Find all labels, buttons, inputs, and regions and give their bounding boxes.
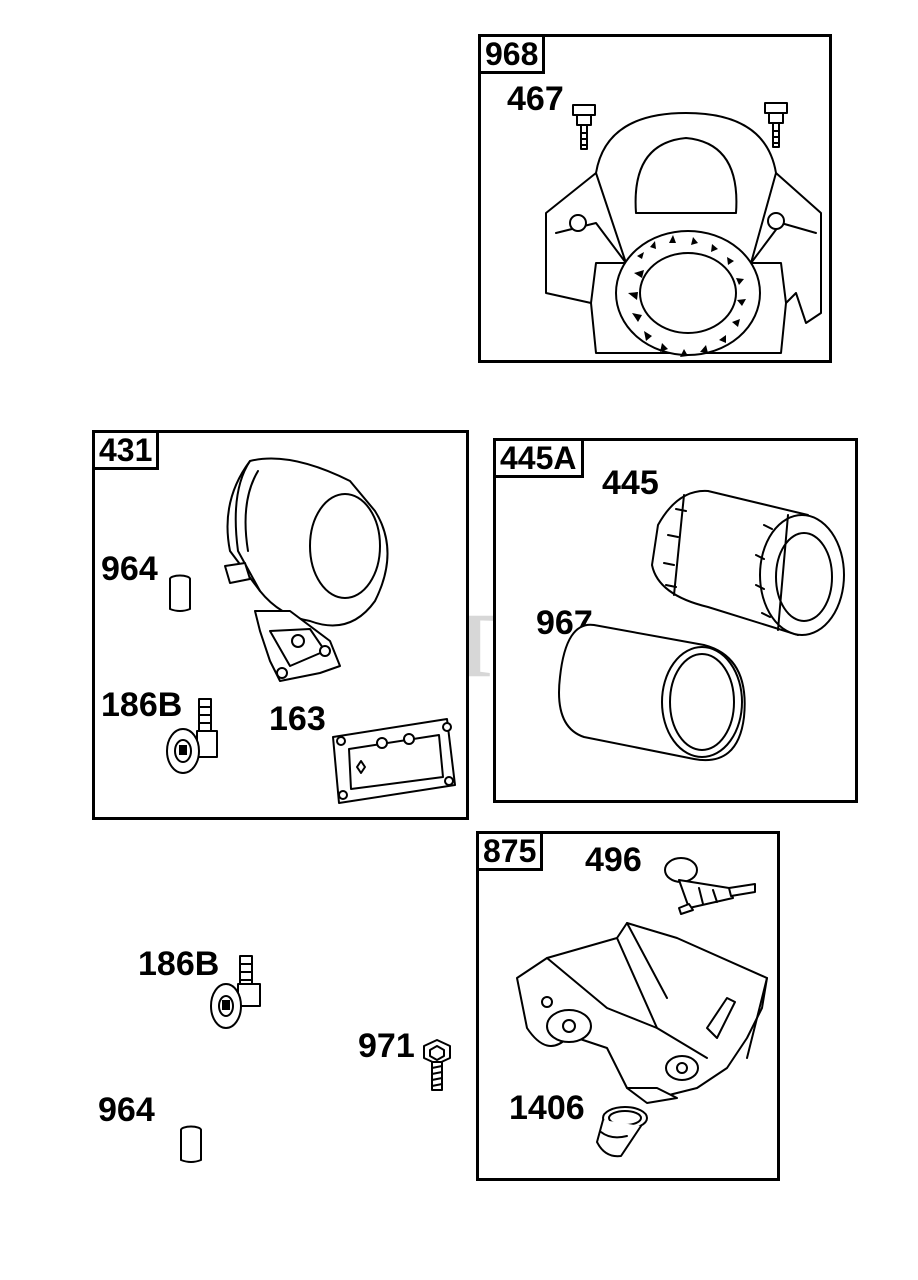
assembly-box-968[interactable]: 968 467 (478, 34, 832, 363)
sleeve-964-loose-icon[interactable] (178, 1124, 204, 1166)
air-cleaner-cover-icon[interactable] (536, 103, 826, 363)
callout-496: 496 (585, 841, 642, 879)
breather-fitting-186b-icon[interactable] (161, 695, 231, 781)
air-guide-base-875-icon[interactable] (507, 918, 777, 1118)
callout-186b-loose: 186B (138, 945, 220, 983)
sleeve-964-icon[interactable] (167, 573, 193, 615)
callout-964: 964 (101, 550, 158, 588)
filter-cartridge-445-icon[interactable] (638, 485, 850, 647)
valve-496-icon[interactable] (659, 854, 759, 916)
pre-cleaner-967-icon[interactable] (554, 617, 750, 767)
callout-467: 467 (507, 80, 564, 118)
knob-467-right-icon[interactable] (761, 99, 791, 151)
assembly-tag-445a: 445A (496, 441, 584, 478)
breather-fitting-186b-loose-icon[interactable] (206, 952, 268, 1034)
assembly-box-875[interactable]: 875 496 1406 (476, 831, 780, 1181)
callout-1406: 1406 (509, 1089, 585, 1127)
callout-186b: 186B (101, 686, 183, 724)
callout-445: 445 (602, 464, 659, 502)
callout-971: 971 (358, 1027, 415, 1065)
callout-163: 163 (269, 700, 326, 738)
elbow-1406-icon[interactable] (591, 1102, 651, 1162)
callout-964-loose: 964 (98, 1091, 155, 1129)
air-cleaner-base-icon[interactable] (210, 451, 400, 691)
assembly-box-445a[interactable]: 445A 445 967 (493, 438, 858, 803)
assembly-tag-875: 875 (479, 834, 544, 871)
screw-971-icon[interactable] (420, 1036, 454, 1094)
assembly-box-431[interactable]: 431 964 186B 163 (92, 430, 469, 820)
assembly-tag-968: 968 (481, 37, 546, 74)
knob-467-left-icon[interactable] (569, 101, 599, 153)
gasket-163-icon[interactable] (327, 715, 459, 807)
assembly-tag-431: 431 (95, 433, 160, 470)
